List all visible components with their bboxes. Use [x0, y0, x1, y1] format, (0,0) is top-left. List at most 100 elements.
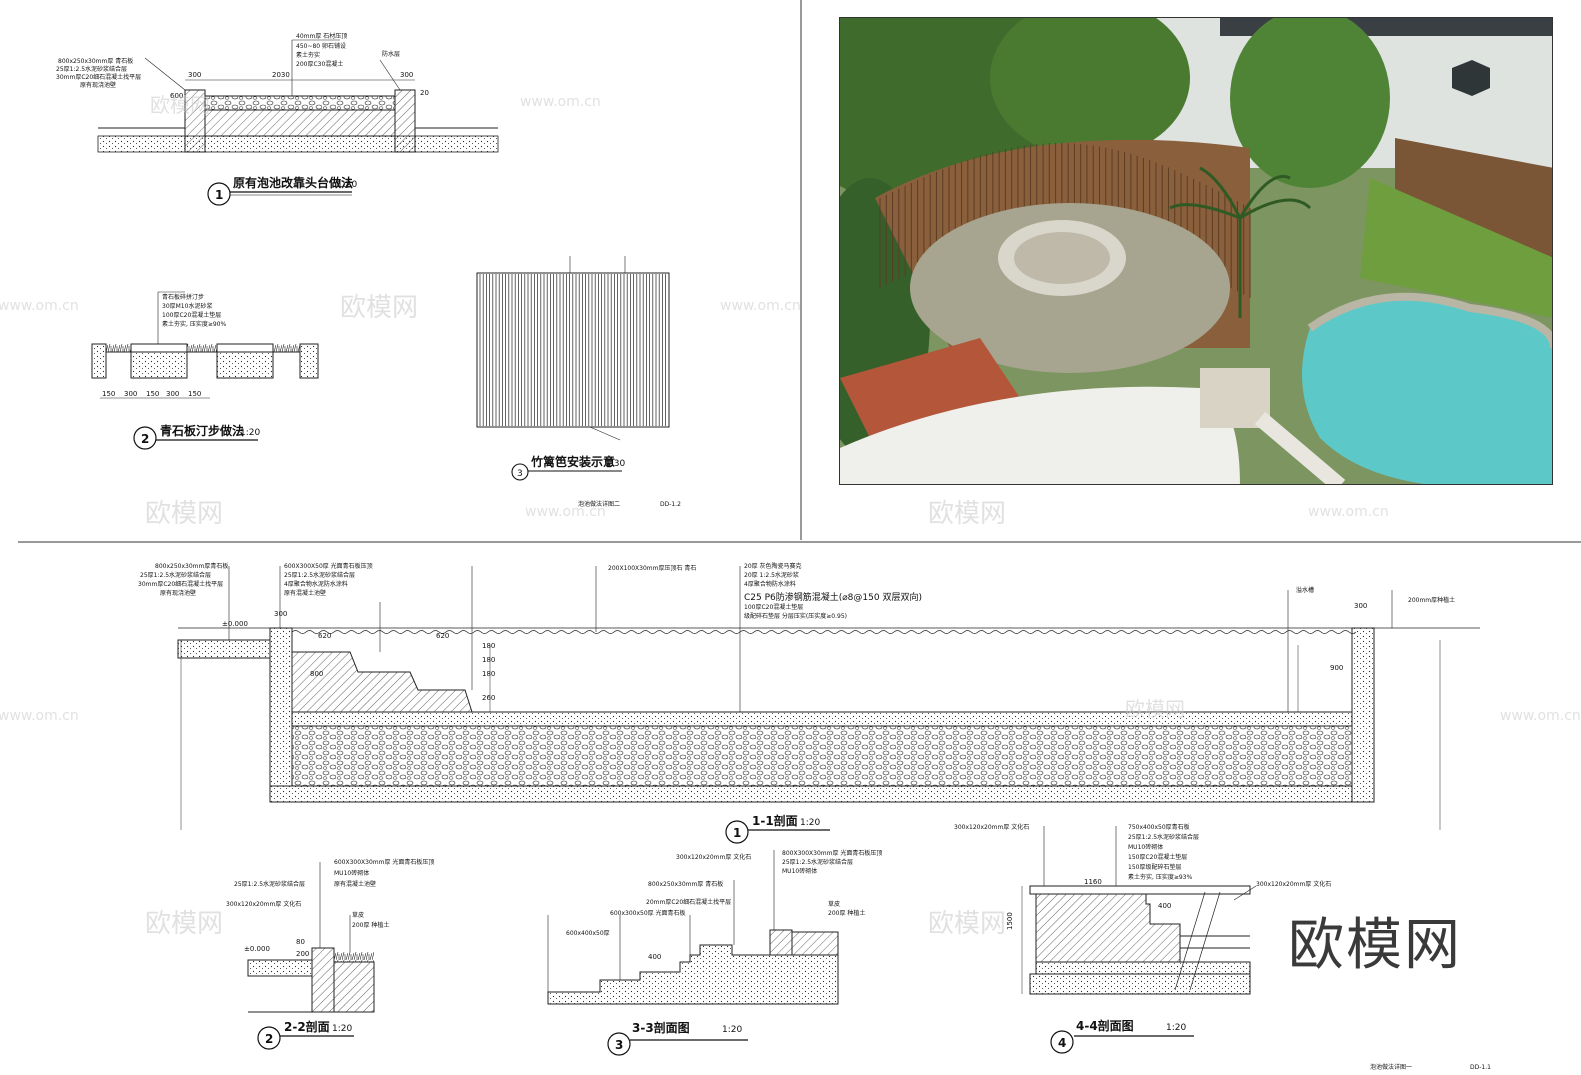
s4-note-stone: 300x120x20mm厚 文化石	[1256, 880, 1331, 888]
detail-2: 青石板碎拼汀步 30厚M10水泥砂浆 100厚C20混凝土垫层 素土夯实, 压实…	[91, 291, 319, 450]
s2-note-1: 600X300X30mm厚 光面青石板压顶	[334, 858, 434, 866]
s4-title: 4-4剖面图	[1076, 1018, 1134, 1033]
s3-note-10: 200厚 种植土	[828, 909, 865, 917]
d1-note-4: 原有现浇池壁	[80, 81, 116, 89]
watermark-brand: 欧模网	[340, 293, 418, 323]
d2-dim-4: 300	[166, 390, 179, 398]
s1-note-r2: 200mm厚种植土	[1408, 596, 1455, 604]
s1-note-r1: 溢水槽	[1296, 586, 1314, 594]
bottom-sheet-number: DD-1.1	[1470, 1064, 1491, 1071]
s1-note-l2: 25厚1:2.5水泥砂浆结合层	[140, 571, 211, 579]
d2-dim-5: 150	[188, 390, 201, 398]
section-1-1: 800x250x30mm厚青石板 25厚1:2.5水泥砂浆结合层 30mm厚C2…	[138, 562, 1480, 844]
watermark-url: www.om.cn	[0, 298, 79, 314]
section-3-3: 300x120x20mm厚 文化石 800X300X30mm厚 光面青石板压顶 …	[547, 849, 882, 1056]
watermark-brand: 欧模网	[928, 909, 1006, 939]
s2-number: 2	[265, 1032, 273, 1046]
top-sheet-number: DD-1.2	[660, 501, 681, 508]
s3-title: 3-3剖面图	[632, 1020, 690, 1035]
d2-note-1: 青石板碎拼汀步	[162, 293, 204, 301]
s3-dim-1: 400	[648, 953, 661, 961]
d2-note-4: 素土夯实, 压实度≥90%	[162, 320, 226, 328]
s4-note-5: 150厚C20混凝土垫层	[1128, 853, 1187, 861]
bamboo-slats	[479, 274, 666, 426]
s1-note-c5: 100厚C20混凝土垫层	[744, 603, 803, 611]
s1-dim-2: 620	[318, 632, 331, 640]
section-2-2: 600X300X30mm厚 光面青石板压顶 25厚1:2.5水泥砂浆结合层 MU…	[226, 858, 434, 1050]
d2-dim-3: 150	[146, 390, 159, 398]
watermark-url: www.om.cn	[1500, 708, 1581, 724]
s3-note-5: 800x250x30mm厚 青石板	[648, 880, 723, 888]
s1-dim-7: 180	[482, 670, 495, 678]
d1-note-8: 200厚C30混凝土	[296, 60, 343, 68]
s3-note-3: 25厚1:2.5水泥砂浆结合层	[782, 858, 853, 866]
s4-dim-3: 1500	[1006, 912, 1014, 930]
d1-dim-1: 300	[188, 71, 201, 79]
s2-note-3: MU10砖砌体	[334, 869, 369, 877]
s3-note-7: 600x300x50厚 光面青石板	[610, 909, 686, 917]
site-photo-illustration	[840, 18, 1552, 484]
d1-note-2: 25厚1:2.5水泥砂浆结合层	[56, 65, 127, 73]
s1-dim-1: 300	[274, 610, 287, 618]
s2-scale: 1:20	[332, 1024, 352, 1034]
site-photo	[839, 17, 1553, 485]
top-sheet-title: 泡池做法详图二	[578, 500, 620, 508]
s3-note-6: 20mm厚C20细石混凝土找平层	[646, 898, 731, 906]
s2-note-7: 200厚 种植土	[352, 921, 389, 929]
s4-note-4: MU10砖砌体	[1128, 843, 1163, 851]
s1-note-c6: 级配碎石垫层 分层压实(压实度≥0.95)	[744, 612, 847, 620]
watermark-url: www.om.cn	[1308, 504, 1389, 520]
s1-title: 1-1剖面	[752, 813, 798, 828]
d1-note-6: 450~80 卵石铺设	[296, 42, 346, 50]
s1-note-c4: C25 P6防渗钢筋混凝土(⌀8@150 双层双向)	[744, 591, 922, 603]
d1-dim-5: 600	[170, 92, 183, 100]
s1-note-m4: 原有混凝土池壁	[284, 589, 326, 597]
d1-scale: 1:20	[337, 180, 357, 190]
s2-elevation: ±0.000	[244, 945, 270, 953]
d2-dim-2: 300	[124, 390, 137, 398]
s3-note-4: MU10砖砌体	[782, 867, 817, 875]
d3-scale: 1:30	[605, 459, 625, 469]
section-4-4: 300x120x20mm厚 文化石 750x400x50厚青石板 25厚1:2.…	[954, 823, 1491, 1071]
d2-note-2: 30厚M10水泥砂浆	[162, 302, 212, 310]
d3-number: 3	[517, 469, 523, 479]
d2-title: 青石板汀步做法	[160, 423, 244, 438]
watermarks: 欧模网 www.om.cn 欧模网 www.om.cn www.om.cn 欧模…	[0, 93, 1581, 939]
d2-dim-1: 150	[102, 390, 115, 398]
s2-note-5: 300x120x20mm厚 文化石	[226, 900, 301, 908]
watermark-brand: 欧模网	[928, 499, 1006, 529]
water-surface	[291, 630, 1357, 634]
s1-scale: 1:20	[800, 818, 820, 828]
d2-note-3: 100厚C20混凝土垫层	[162, 311, 221, 319]
s2-note-2: 25厚1:2.5水泥砂浆结合层	[234, 880, 305, 888]
s4-note-7: 素土夯实, 压实度≥93%	[1128, 873, 1192, 881]
s1-note-pipe: 200X100X30mm厚压顶石 青石	[608, 564, 696, 572]
s1-dim-6: 180	[482, 656, 495, 664]
s1-dim-9: 900	[1330, 664, 1343, 672]
watermark-brand: 欧模网	[145, 499, 223, 529]
s4-dim-2: 400	[1158, 902, 1171, 910]
s1-number: 1	[733, 826, 741, 840]
s1-note-c1: 20厚 灰色陶瓷马赛克	[744, 562, 802, 570]
s1-note-c3: 4厚聚合物防水涂料	[744, 580, 796, 588]
s1-dim-4: 800	[310, 670, 323, 678]
d3-title: 竹篱笆安装示意	[530, 454, 615, 469]
s1-dim-8: 260	[482, 694, 495, 702]
d2-number: 2	[141, 432, 149, 446]
d1-note-3: 30mm厚C20细石混凝土找平层	[56, 73, 141, 81]
d1-dim-4: 20	[420, 89, 429, 97]
s2-note-4: 原有混凝土池壁	[334, 880, 376, 888]
s3-note-1: 300x120x20mm厚 文化石	[676, 853, 751, 861]
s4-note-6: 150厚级配碎石垫层	[1128, 863, 1181, 871]
s4-note-1: 300x120x20mm厚 文化石	[954, 823, 1029, 831]
watermark-url: www.om.cn	[525, 504, 606, 520]
d1-dim-2: 2030	[272, 71, 290, 79]
watermark-url: www.om.cn	[720, 298, 801, 314]
logo-text: 欧模网	[1288, 913, 1462, 978]
s1-note-l1: 800x250x30mm厚青石板	[155, 562, 228, 570]
d1-dim-3: 300	[400, 71, 413, 79]
d1-title: 原有泡池改靠头台做法	[233, 175, 353, 190]
watermark-brand: 欧模网	[150, 93, 210, 117]
detail-1: 300 2030 300 20 600 800x250x30mm厚 青石板 25…	[56, 32, 499, 206]
s1-elevation: ±0.000	[222, 620, 248, 628]
